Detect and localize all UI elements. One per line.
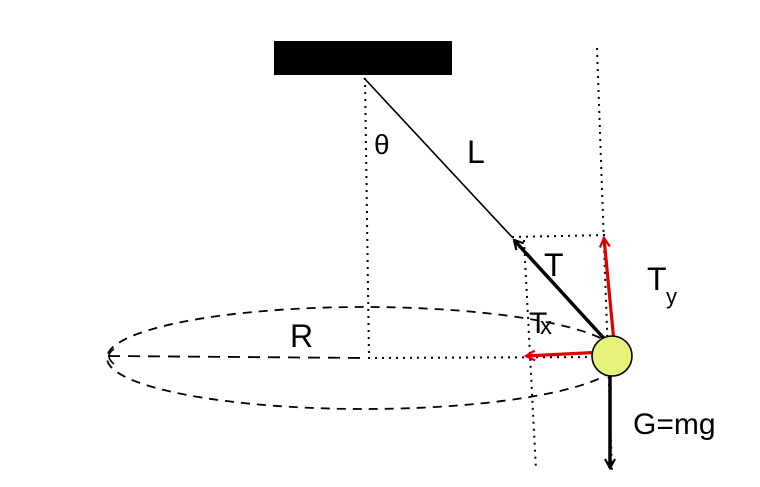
radius-label: R	[290, 318, 313, 354]
tension-x-arrow	[526, 352, 605, 356]
t-level-dotted	[511, 234, 607, 238]
pendulum-string	[363, 77, 513, 238]
ceiling-support	[274, 41, 452, 75]
tension-y-subscript: y	[666, 284, 677, 309]
tension-x-subscript: x	[540, 313, 552, 340]
gravity-label: G=mg	[633, 408, 716, 441]
tension-label: T	[544, 247, 564, 283]
theta-label: θ	[374, 129, 390, 160]
vertical-axis-dotted	[364, 77, 370, 359]
tension-y-arrow	[604, 238, 616, 343]
tension-x-label: T	[529, 307, 547, 340]
tension-arrow	[514, 240, 612, 347]
pendulum-bob	[591, 335, 633, 377]
tension-y-label: T	[647, 261, 667, 297]
length-label: L	[467, 134, 485, 170]
ellipse-left-tick	[108, 348, 115, 365]
radius-line-dotted	[367, 356, 601, 359]
tension-y-label-main: T	[647, 261, 667, 297]
radius-line-dashed	[107, 355, 369, 359]
